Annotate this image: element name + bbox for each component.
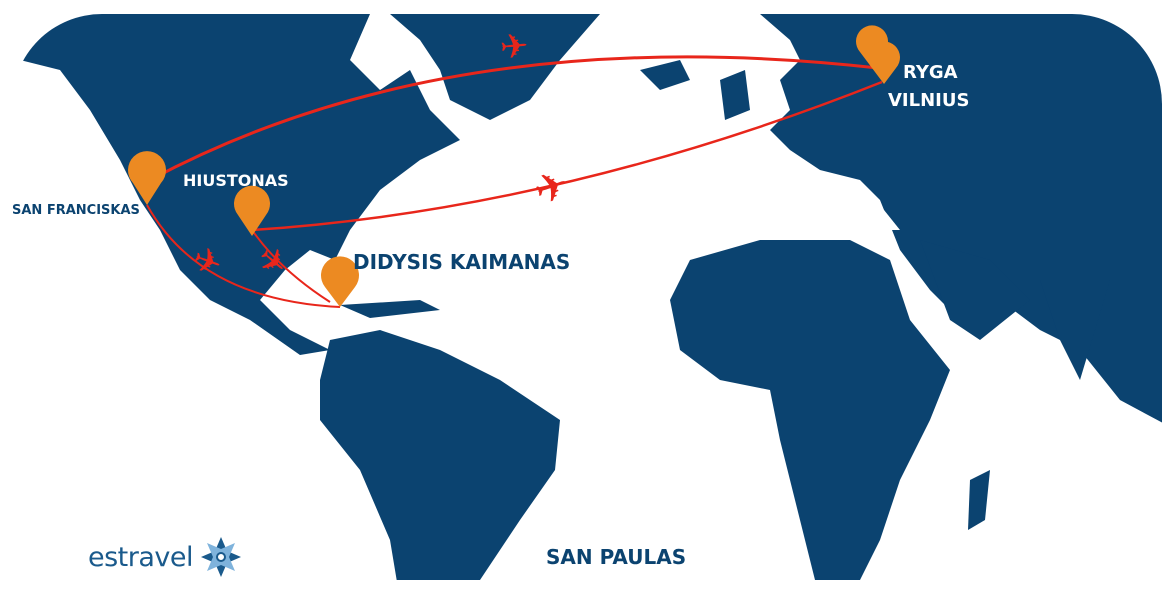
map-pin-icon (128, 151, 166, 205)
south-america (320, 330, 560, 580)
route-houston-vilnius (251, 80, 883, 232)
map-pin-icon (320, 256, 360, 307)
map-pin-icon (868, 41, 900, 84)
airplane-icon: ✈ (498, 25, 531, 69)
route-sf-cayman (146, 204, 341, 308)
flower-logo-icon (201, 537, 242, 577)
routes (146, 55, 883, 308)
city-label-didysis-kaimanas: DIDYSIS KAIMANAS (353, 250, 571, 274)
africa (670, 240, 950, 580)
route-houston-cayman (251, 229, 331, 303)
route-sf-riga (149, 55, 879, 182)
map-pin-icon (856, 25, 888, 69)
city-label-hiustonas: HIUSTONAS (183, 171, 289, 190)
estravel-logo: estravel (88, 535, 243, 579)
city-label-san-franciskas: SAN FRANCISKAS (12, 203, 140, 218)
city-label-ryga: RYGA (903, 62, 958, 83)
logo-text: estravel (88, 541, 194, 573)
city-label-san-paulas: SAN PAULAS (546, 545, 687, 569)
pins (128, 25, 900, 307)
greenland (390, 14, 600, 120)
city-label-vilnius: VILNIUS (888, 90, 970, 111)
map-pin-icon (234, 185, 270, 236)
